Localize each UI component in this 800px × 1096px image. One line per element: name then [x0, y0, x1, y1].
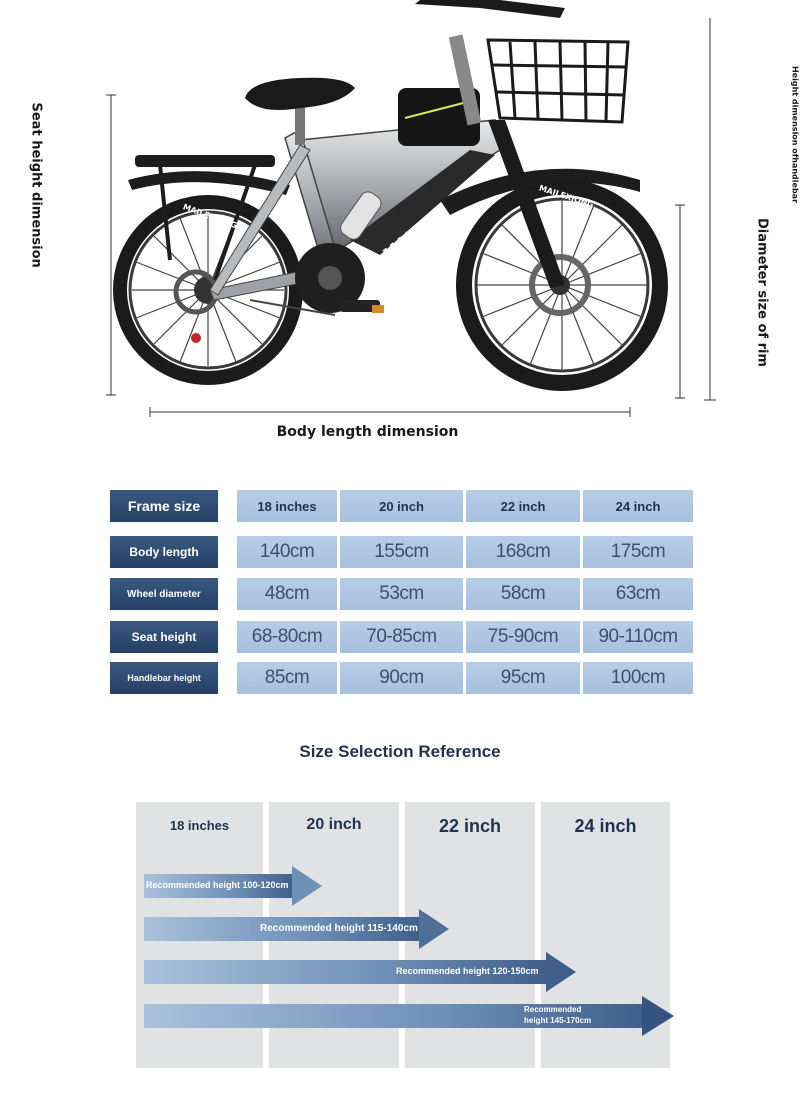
bike-illustration: MAILEXIONG: [106, 0, 716, 417]
recommended-height-arrow: Recommended height 120-150cm: [144, 952, 578, 992]
spec-cell: 95cm: [466, 662, 580, 694]
spec-cell: 168cm: [466, 536, 580, 568]
recommended-height-label: Recommended height 145-170cm: [524, 1004, 591, 1026]
spec-cell: 90cm: [340, 662, 463, 694]
rim-diameter-dimension-label: Diameter size of rim: [754, 218, 770, 367]
spec-cell: 18 inches: [237, 490, 337, 522]
size-column-label: 22 inch: [438, 816, 502, 836]
chainring: [249, 243, 384, 316]
spec-cell: 48cm: [237, 578, 337, 610]
size-column-label: 24 inch: [574, 816, 637, 836]
recommended-height-label: Recommended height 100-120cm: [146, 880, 289, 890]
spec-row-body-length: Body length 140cm 155cm 168cm 175cm: [110, 536, 695, 568]
size-column-label: 18 inches: [169, 818, 230, 833]
spec-cell: 20 inch: [340, 490, 463, 522]
rear-rack: [128, 155, 290, 281]
spec-row-wheel-diameter: Wheel diameter 48cm 53cm 58cm 63cm: [110, 578, 695, 610]
spec-row-seat-height: Seat height 68-80cm 70-85cm 75-90cm 90-1…: [110, 621, 695, 653]
size-column-label: 20 inch: [306, 816, 362, 833]
bike-frame: MAILEXIONG: [209, 119, 640, 301]
spec-row-frame-size: Frame size 18 inches 20 inch 22 inch 24 …: [110, 490, 695, 522]
spec-cell: 24 inch: [583, 490, 693, 522]
recommended-height-label: Recommended height 120-150cm: [396, 966, 539, 976]
spec-cell: 70-85cm: [340, 621, 463, 653]
handlebar-height-dimension-label: Height dimension ofhandlebar: [790, 65, 800, 204]
spec-row-label: Frame size: [110, 490, 218, 522]
size-reference-chart: 18 inches 20 inch 22 inch 24 inch Recomm…: [136, 802, 674, 1068]
handlebar: [415, 0, 565, 126]
spec-cell: 22 inch: [466, 490, 580, 522]
spec-cell: 75-90cm: [466, 621, 580, 653]
spec-row-label: Wheel diameter: [110, 578, 218, 610]
seat-height-dimension-label: Seat height dimension: [28, 102, 44, 268]
spec-cell: 140cm: [237, 536, 337, 568]
spec-row-label: Seat height: [110, 621, 218, 653]
spec-cell: 85cm: [237, 662, 337, 694]
recommended-height-arrow: Recommended height 145-170cm: [144, 996, 676, 1036]
recommended-height-label-line1: Recommended: [524, 1005, 582, 1014]
spec-cell: 175cm: [583, 536, 693, 568]
recommended-height-label-line2: height 145-170cm: [524, 1016, 592, 1025]
spec-row-label: Body length: [110, 536, 218, 568]
recommended-height-label: Recommended height 115-140cm: [260, 923, 418, 934]
spec-row-handlebar-height: Handlebar height 85cm 90cm 95cm 100cm: [110, 662, 695, 694]
spec-cell: 155cm: [340, 536, 463, 568]
spec-cell: 63cm: [583, 578, 693, 610]
saddle: [245, 77, 355, 145]
body-length-dimension-line: [149, 407, 631, 417]
rim-diameter-dimension-line: [675, 204, 685, 399]
rear-wheel: [113, 195, 303, 385]
spec-cell: 100cm: [583, 662, 693, 694]
spec-cell: 90-110cm: [583, 621, 693, 653]
handlebar-height-dimension-line: [704, 18, 716, 401]
front-basket: [486, 38, 630, 124]
spec-row-label: Handlebar height: [110, 662, 218, 694]
recommended-height-arrow: Recommended height 115-140cm: [144, 909, 451, 949]
spec-cell: 58cm: [466, 578, 580, 610]
recommended-height-arrow: Recommended height 100-120cm: [144, 866, 324, 906]
size-reference-title: Size Selection Reference: [299, 742, 501, 761]
seat-height-dimension-line: [106, 94, 116, 396]
body-length-dimension-label: Body length dimension: [276, 424, 459, 440]
bike-illustration-section: MAILEXIONG: [0, 0, 800, 455]
spec-cell: 68-80cm: [237, 621, 337, 653]
spec-cell: 53cm: [340, 578, 463, 610]
